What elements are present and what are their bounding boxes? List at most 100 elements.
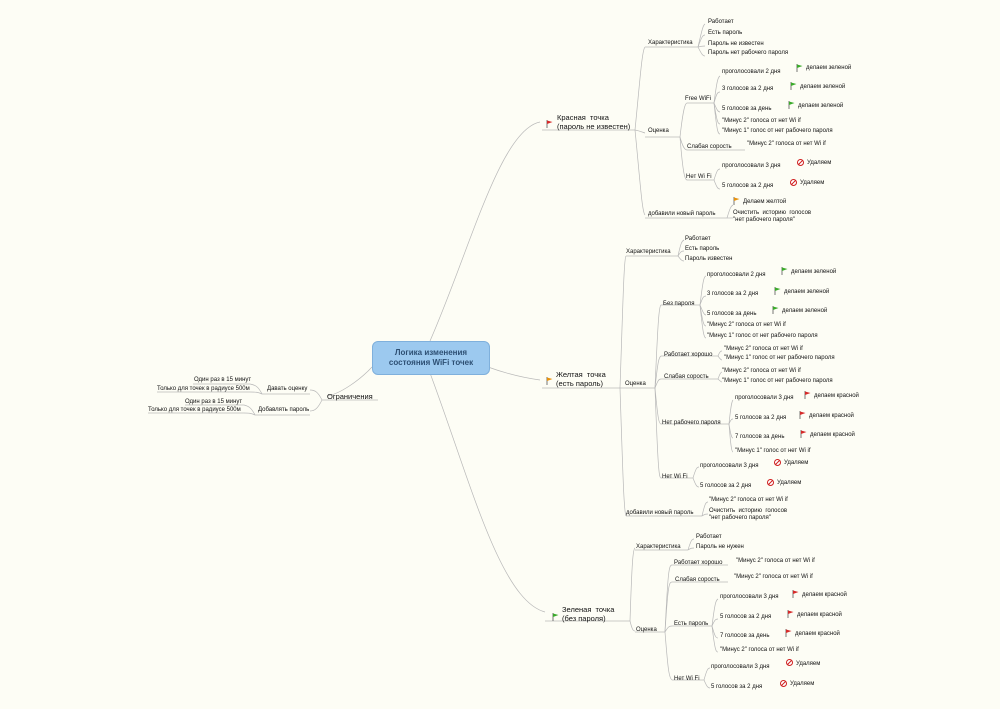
red-a2: Очистить историю голосов "нет рабочего п… <box>733 210 812 223</box>
yellow-c2: Есть пароль <box>685 246 720 252</box>
green-n1-result: Удаляем <box>796 661 821 667</box>
yellow-eval[interactable]: Оценка <box>625 381 646 387</box>
green-c2: Пароль не нужен <box>696 544 744 550</box>
green-flag-icon <box>781 267 788 275</box>
yellow-n2-result: Удаляем <box>777 480 802 486</box>
red-n1: проголосовали 3 дня <box>722 163 781 169</box>
red-flag-icon <box>785 629 792 637</box>
green-good[interactable]: Работает хорошо <box>674 560 723 566</box>
red-c3: Пароль не известен <box>708 41 764 47</box>
limits-rate[interactable]: Давать оценку <box>267 386 308 392</box>
green-c1: Работает <box>696 534 722 540</box>
delete-icon <box>790 179 797 186</box>
red-w1: "Минус 2" голоса от нет Wi if <box>747 141 826 147</box>
yellow-nowork[interactable]: Нет рабочего пароля <box>662 420 721 426</box>
green-nowifi[interactable]: Нет Wi Fi <box>674 676 700 682</box>
green-p4: "Минус 2" голоса от нет Wi if <box>720 647 799 653</box>
delete-icon <box>780 680 787 687</box>
green-point-topic[interactable]: Зеленая точка (без пароля) <box>562 605 615 623</box>
green-g1: "Минус 2" голоса от нет Wi if <box>736 558 815 564</box>
yellow-w1: "Минус 2" голоса от нет Wi if <box>722 368 801 374</box>
yellow-n1-result: Удаляем <box>784 460 809 466</box>
orange-flag-icon <box>733 197 740 205</box>
yellow-g1: "Минус 2" голоса от нет Wi if <box>724 346 803 352</box>
green-flag-icon <box>772 306 779 314</box>
yellow-c3: Пароль известен <box>685 256 733 262</box>
green-weak[interactable]: Слабая сорость <box>675 577 720 583</box>
yellow-b5: "Минус 1" голос от нет рабочего пароля <box>707 333 818 339</box>
red-c1: Работает <box>708 19 734 25</box>
yellow-weak[interactable]: Слабая сорость <box>664 374 709 380</box>
red-free[interactable]: Free WiFi <box>685 96 711 102</box>
delete-icon <box>767 479 774 486</box>
red-f3-result: делаем зеленой <box>798 103 844 109</box>
limits-rate-once: Один раз в 15 минут <box>194 377 252 383</box>
yellow-n2: 5 голосов за 2 дня <box>700 483 752 489</box>
red-f2: 3 голосов за 2 дня <box>722 86 774 92</box>
yellow-good[interactable]: Работает хорошо <box>664 352 713 358</box>
yellow-w2: "Минус 1" голос от нет рабочего пароля <box>722 378 833 384</box>
green-n2: 5 голосов за 2 дня <box>711 684 763 690</box>
yellow-a2: Очистить историю голосов "нет рабочего п… <box>709 508 788 521</box>
yellow-r1: проголосовали 3 дня <box>735 395 794 401</box>
orange-flag-icon <box>546 377 553 385</box>
yellow-added[interactable]: добавили новый пароль <box>626 510 694 516</box>
red-flag-icon <box>792 590 799 598</box>
red-flag-icon <box>546 120 553 128</box>
yellow-r3: 7 голосов за день <box>735 434 785 440</box>
yellow-nowifi[interactable]: Нет Wi Fi <box>662 474 688 480</box>
green-p3: 7 голосов за день <box>720 633 770 639</box>
red-c2: Есть пароль <box>708 30 743 36</box>
red-char[interactable]: Характеристика <box>648 40 693 46</box>
red-f5: "Минус 1" голос от нет рабочего пароля <box>722 128 833 134</box>
yellow-r1-result: делаем красной <box>814 393 859 399</box>
limits-add-once: Один раз в 15 минут <box>185 399 243 405</box>
red-n2: 5 голосов за 2 дня <box>722 183 774 189</box>
green-w1: "Минус 2" голоса от нет Wi if <box>734 574 813 580</box>
red-f2-result: делаем зеленой <box>800 84 846 90</box>
green-p1-result: делаем красной <box>802 592 847 598</box>
red-f1-result: делаем зеленой <box>806 65 852 71</box>
red-f4: "Минус 2" голоса от нет Wi if <box>722 118 801 124</box>
yellow-b1: проголосовали 2 дня <box>707 272 766 278</box>
green-flag-icon <box>796 64 803 72</box>
yellow-b2-result: делаем зеленой <box>784 289 830 295</box>
yellow-char[interactable]: Характеристика <box>626 249 671 255</box>
yellow-b1-result: делаем зеленой <box>791 269 837 275</box>
red-c4: Пароль нет рабочего пароля <box>708 50 789 56</box>
limits-add-radius: Только для точек в радиусе 500м <box>148 407 241 413</box>
green-n2-result: Удаляем <box>790 681 815 687</box>
green-flag-icon <box>552 613 559 621</box>
green-p2: 5 голосов за 2 дня <box>720 614 772 620</box>
red-f3: 5 голосов за день <box>722 106 772 112</box>
red-eval[interactable]: Оценка <box>648 128 669 134</box>
green-char[interactable]: Характеристика <box>636 544 681 550</box>
red-n1-result: Удаляем <box>807 160 832 166</box>
green-flag-icon <box>774 287 781 295</box>
yellow-point-topic[interactable]: Желтая точка (есть пароль) <box>556 370 606 388</box>
yellow-r2-result: делаем красной <box>809 413 854 419</box>
red-weak[interactable]: Слабая сорость <box>687 144 732 150</box>
limits-topic[interactable]: Ограничения <box>327 392 373 401</box>
limits-add[interactable]: Добавлять пароль <box>258 407 310 413</box>
delete-icon <box>797 159 804 166</box>
root-topic[interactable]: Логика изменения состояния WiFi точек <box>372 341 490 375</box>
red-flag-icon <box>804 391 811 399</box>
yellow-nopass[interactable]: Без пароля <box>663 301 695 307</box>
red-added[interactable]: добавили новый пароль <box>648 211 716 217</box>
red-nowifi[interactable]: Нет Wi Fi <box>686 174 712 180</box>
red-a1: Делаем желтой <box>743 199 787 205</box>
yellow-a1: "Минус 2" голоса от нет Wi if <box>709 497 788 503</box>
red-f1: проголосовали 2 дня <box>722 69 781 75</box>
limits-rate-radius: Только для точек в радиусе 500м <box>157 386 250 392</box>
red-flag-icon <box>787 610 794 618</box>
yellow-b3-result: делаем зеленой <box>782 308 828 314</box>
green-eval[interactable]: Оценка <box>636 627 657 633</box>
delete-icon <box>774 459 781 466</box>
yellow-r4: "Минус 1" голос от нет Wi if <box>735 448 811 454</box>
green-haspass[interactable]: Есть пароль <box>674 621 709 627</box>
green-p1: проголосовали 3 дня <box>720 594 779 600</box>
yellow-r2: 5 голосов за 2 дня <box>735 415 787 421</box>
red-point-topic[interactable]: Красная точка (пароль не известен) <box>557 113 631 131</box>
